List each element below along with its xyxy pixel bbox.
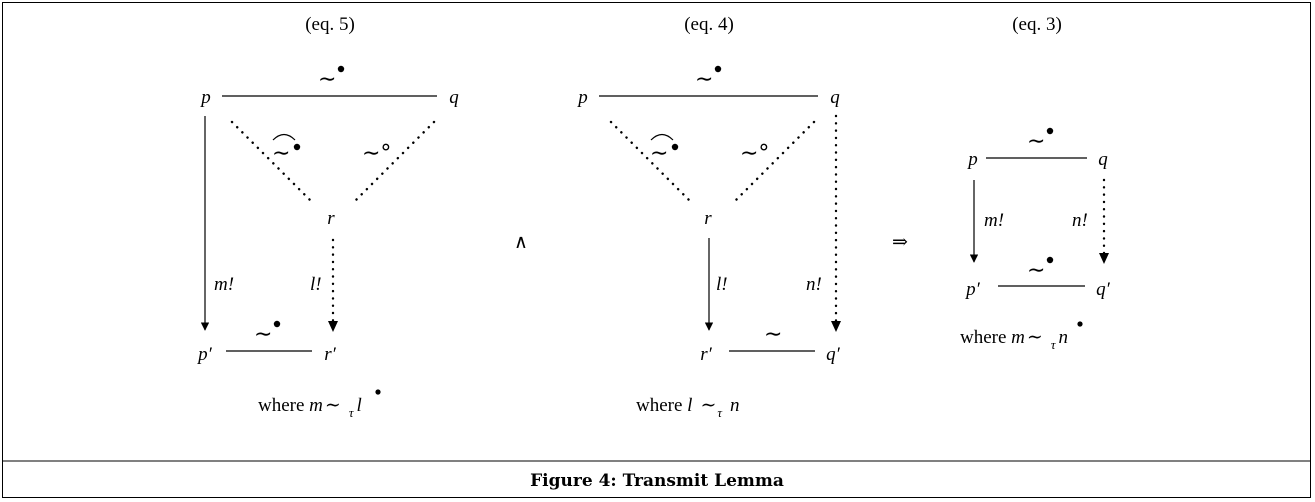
node-top-right: q bbox=[1098, 149, 1108, 170]
node-bottom-right: r′ bbox=[324, 344, 336, 365]
node-bottom-left: p′ bbox=[196, 344, 213, 365]
bullet-mark bbox=[375, 389, 381, 395]
panel-eq5: (eq. 5) ∼ p q r p′ r′ ∼ ∼° m! l! ∼ where… bbox=[196, 14, 459, 420]
figure-caption: Figure 4: Transmit Lemma bbox=[530, 471, 784, 491]
and-connective: ∧ bbox=[514, 232, 528, 253]
edge-label-top: ∼ bbox=[318, 67, 336, 92]
bullet-mark bbox=[293, 143, 301, 151]
where-prefix: where bbox=[636, 395, 687, 416]
bullet-mark bbox=[1046, 256, 1054, 264]
edge-label-right: n! bbox=[1072, 210, 1088, 231]
bullet-mark bbox=[1077, 321, 1083, 327]
bullet-mark bbox=[273, 320, 281, 328]
edge-label-left: l! bbox=[716, 274, 728, 295]
node-top-right: q bbox=[449, 87, 459, 108]
node-bottom-right: q′ bbox=[1096, 279, 1111, 300]
where-prefix: where bbox=[960, 327, 1011, 348]
node-bottom-left: r′ bbox=[700, 344, 712, 365]
hat-mark bbox=[650, 133, 674, 141]
edge-label-left: m! bbox=[984, 210, 1004, 231]
bullet-mark bbox=[714, 65, 722, 73]
node-mid: r bbox=[327, 208, 335, 229]
node-bottom-left: p′ bbox=[964, 279, 981, 300]
bullet-mark bbox=[1046, 127, 1054, 135]
edge-label-left: m! bbox=[214, 274, 234, 295]
arrowhead bbox=[1099, 253, 1109, 264]
where-prefix: where bbox=[258, 395, 309, 416]
node-top-left: p bbox=[576, 87, 588, 108]
panel-heading: (eq. 5) bbox=[305, 14, 355, 35]
edge-label-diag-right: ∼° bbox=[362, 141, 391, 166]
panel-eq4: (eq. 4) ∼ p q r r′ q′ ∼ ∼° l! n! ∼ where… bbox=[576, 14, 841, 420]
edge-label-top: ∼ bbox=[1027, 129, 1045, 154]
bullet-mark bbox=[337, 65, 345, 73]
edge-label-right: l! bbox=[310, 274, 322, 295]
edge-label-diag-left: ∼ bbox=[272, 141, 290, 166]
arrowhead bbox=[831, 321, 841, 332]
edge-label-bottom: ∼ bbox=[254, 322, 272, 347]
panel-heading: (eq. 4) bbox=[684, 14, 734, 35]
edge-diag-left bbox=[230, 120, 312, 202]
edge-label-bottom: ∼ bbox=[764, 322, 782, 347]
edge-label-right: n! bbox=[806, 274, 822, 295]
node-bottom-right: q′ bbox=[826, 344, 841, 365]
panel-heading: (eq. 3) bbox=[1012, 14, 1062, 35]
node-top-left: p bbox=[199, 87, 211, 108]
edge-label-diag-left: ∼ bbox=[650, 141, 668, 166]
hat-mark bbox=[272, 133, 296, 141]
node-mid: r bbox=[704, 208, 712, 229]
node-top-left: p bbox=[966, 149, 978, 170]
edge-label-diag-right: ∼° bbox=[740, 141, 769, 166]
edge-label-bottom: ∼ bbox=[1027, 258, 1045, 283]
arrowhead bbox=[328, 321, 338, 332]
node-top-right: q bbox=[830, 87, 840, 108]
implies-connective: ⇒ bbox=[892, 232, 908, 253]
edge-label-top: ∼ bbox=[695, 67, 713, 92]
bullet-mark bbox=[671, 143, 679, 151]
